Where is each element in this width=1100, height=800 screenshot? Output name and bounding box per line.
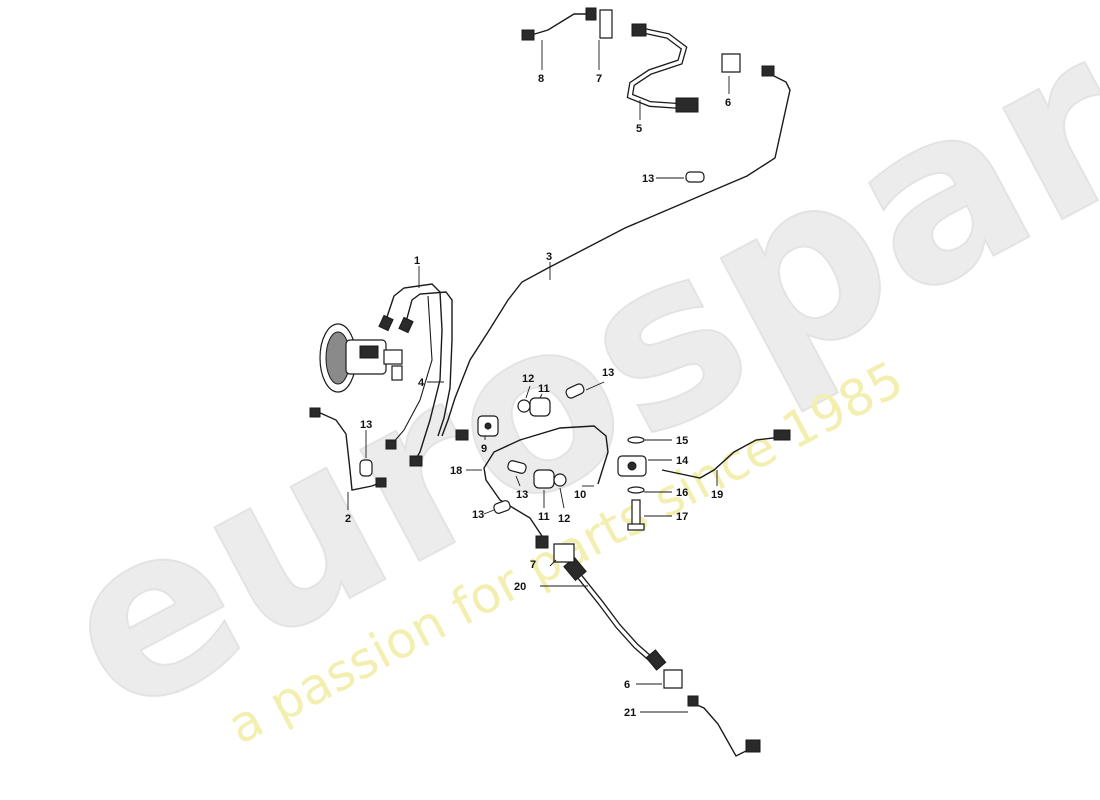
callout-20: 20 xyxy=(514,581,526,593)
pipe-fittings xyxy=(309,7,791,753)
callout-19: 19 xyxy=(711,489,723,501)
brake-hoses xyxy=(573,27,688,663)
callout-2: 2 xyxy=(345,513,351,525)
callout-13-c: 13 xyxy=(360,419,372,431)
callout-7-lower: 7 xyxy=(530,559,536,571)
callout-13-b: 13 xyxy=(602,367,614,379)
callout-13-a: 13 xyxy=(642,173,654,185)
callout-1: 1 xyxy=(414,255,420,267)
callout-12-upper: 12 xyxy=(522,373,534,385)
washer-16 xyxy=(627,486,645,494)
callout-21: 21 xyxy=(624,707,636,719)
watermark: eurospares a passion for parts since 198… xyxy=(19,0,1100,770)
brake-lines xyxy=(317,13,791,757)
washer-15 xyxy=(627,436,645,444)
callout-9: 9 xyxy=(481,443,487,455)
grommet-lower xyxy=(533,469,555,489)
leader-lines xyxy=(347,40,730,713)
sleeve-13-d xyxy=(507,460,527,474)
components xyxy=(309,7,791,753)
callout-17: 17 xyxy=(676,511,688,523)
callout-15: 15 xyxy=(676,435,688,447)
brake-pipe-4 xyxy=(391,295,433,445)
callout-7-top: 7 xyxy=(596,73,602,85)
bracket-6-lower xyxy=(663,669,683,689)
callout-4: 4 xyxy=(418,377,425,389)
bracket-7-top xyxy=(599,9,613,39)
master-cylinder xyxy=(319,323,403,393)
clip-lower xyxy=(553,473,567,487)
clip-upper xyxy=(517,399,531,413)
callout-13-d: 13 xyxy=(516,489,528,501)
brake-pipe-8 xyxy=(527,13,590,37)
brake-pipe-1a xyxy=(385,283,443,463)
callout-8: 8 xyxy=(538,73,544,85)
bracket-7-lower xyxy=(553,543,575,563)
watermark-brand: eurospares xyxy=(20,0,1100,769)
sleeve-13-a xyxy=(685,171,705,183)
brake-pipe-3 xyxy=(441,71,791,437)
bracket-6-top xyxy=(721,53,741,73)
callout-13-e: 13 xyxy=(472,509,484,521)
callout-16: 16 xyxy=(676,487,688,499)
callout-6-lower: 6 xyxy=(624,679,630,691)
sleeve-13-c xyxy=(359,459,373,477)
sleeve-13-e xyxy=(493,500,511,514)
callout-11-lower: 11 xyxy=(538,511,550,523)
brake-pipe-2 xyxy=(317,411,383,491)
brake-pipe-21 xyxy=(689,701,753,757)
brake-pipe-19 xyxy=(661,435,791,479)
callout-12-lower: 12 xyxy=(558,513,570,525)
callout-6-top: 6 xyxy=(725,97,731,109)
brake-pipe-1b xyxy=(405,291,453,437)
grommet-upper xyxy=(529,397,551,417)
callout-14: 14 xyxy=(676,455,689,467)
sleeve-13-b xyxy=(565,383,585,399)
callout-11-upper: 11 xyxy=(538,383,550,395)
callout-5: 5 xyxy=(636,123,642,135)
callout-18: 18 xyxy=(450,465,462,477)
callout-10: 10 xyxy=(574,489,586,501)
callouts: 1 2 3 4 5 6 6 7 7 8 9 10 11 11 12 12 13 … xyxy=(345,73,731,719)
callout-3: 3 xyxy=(546,251,552,263)
